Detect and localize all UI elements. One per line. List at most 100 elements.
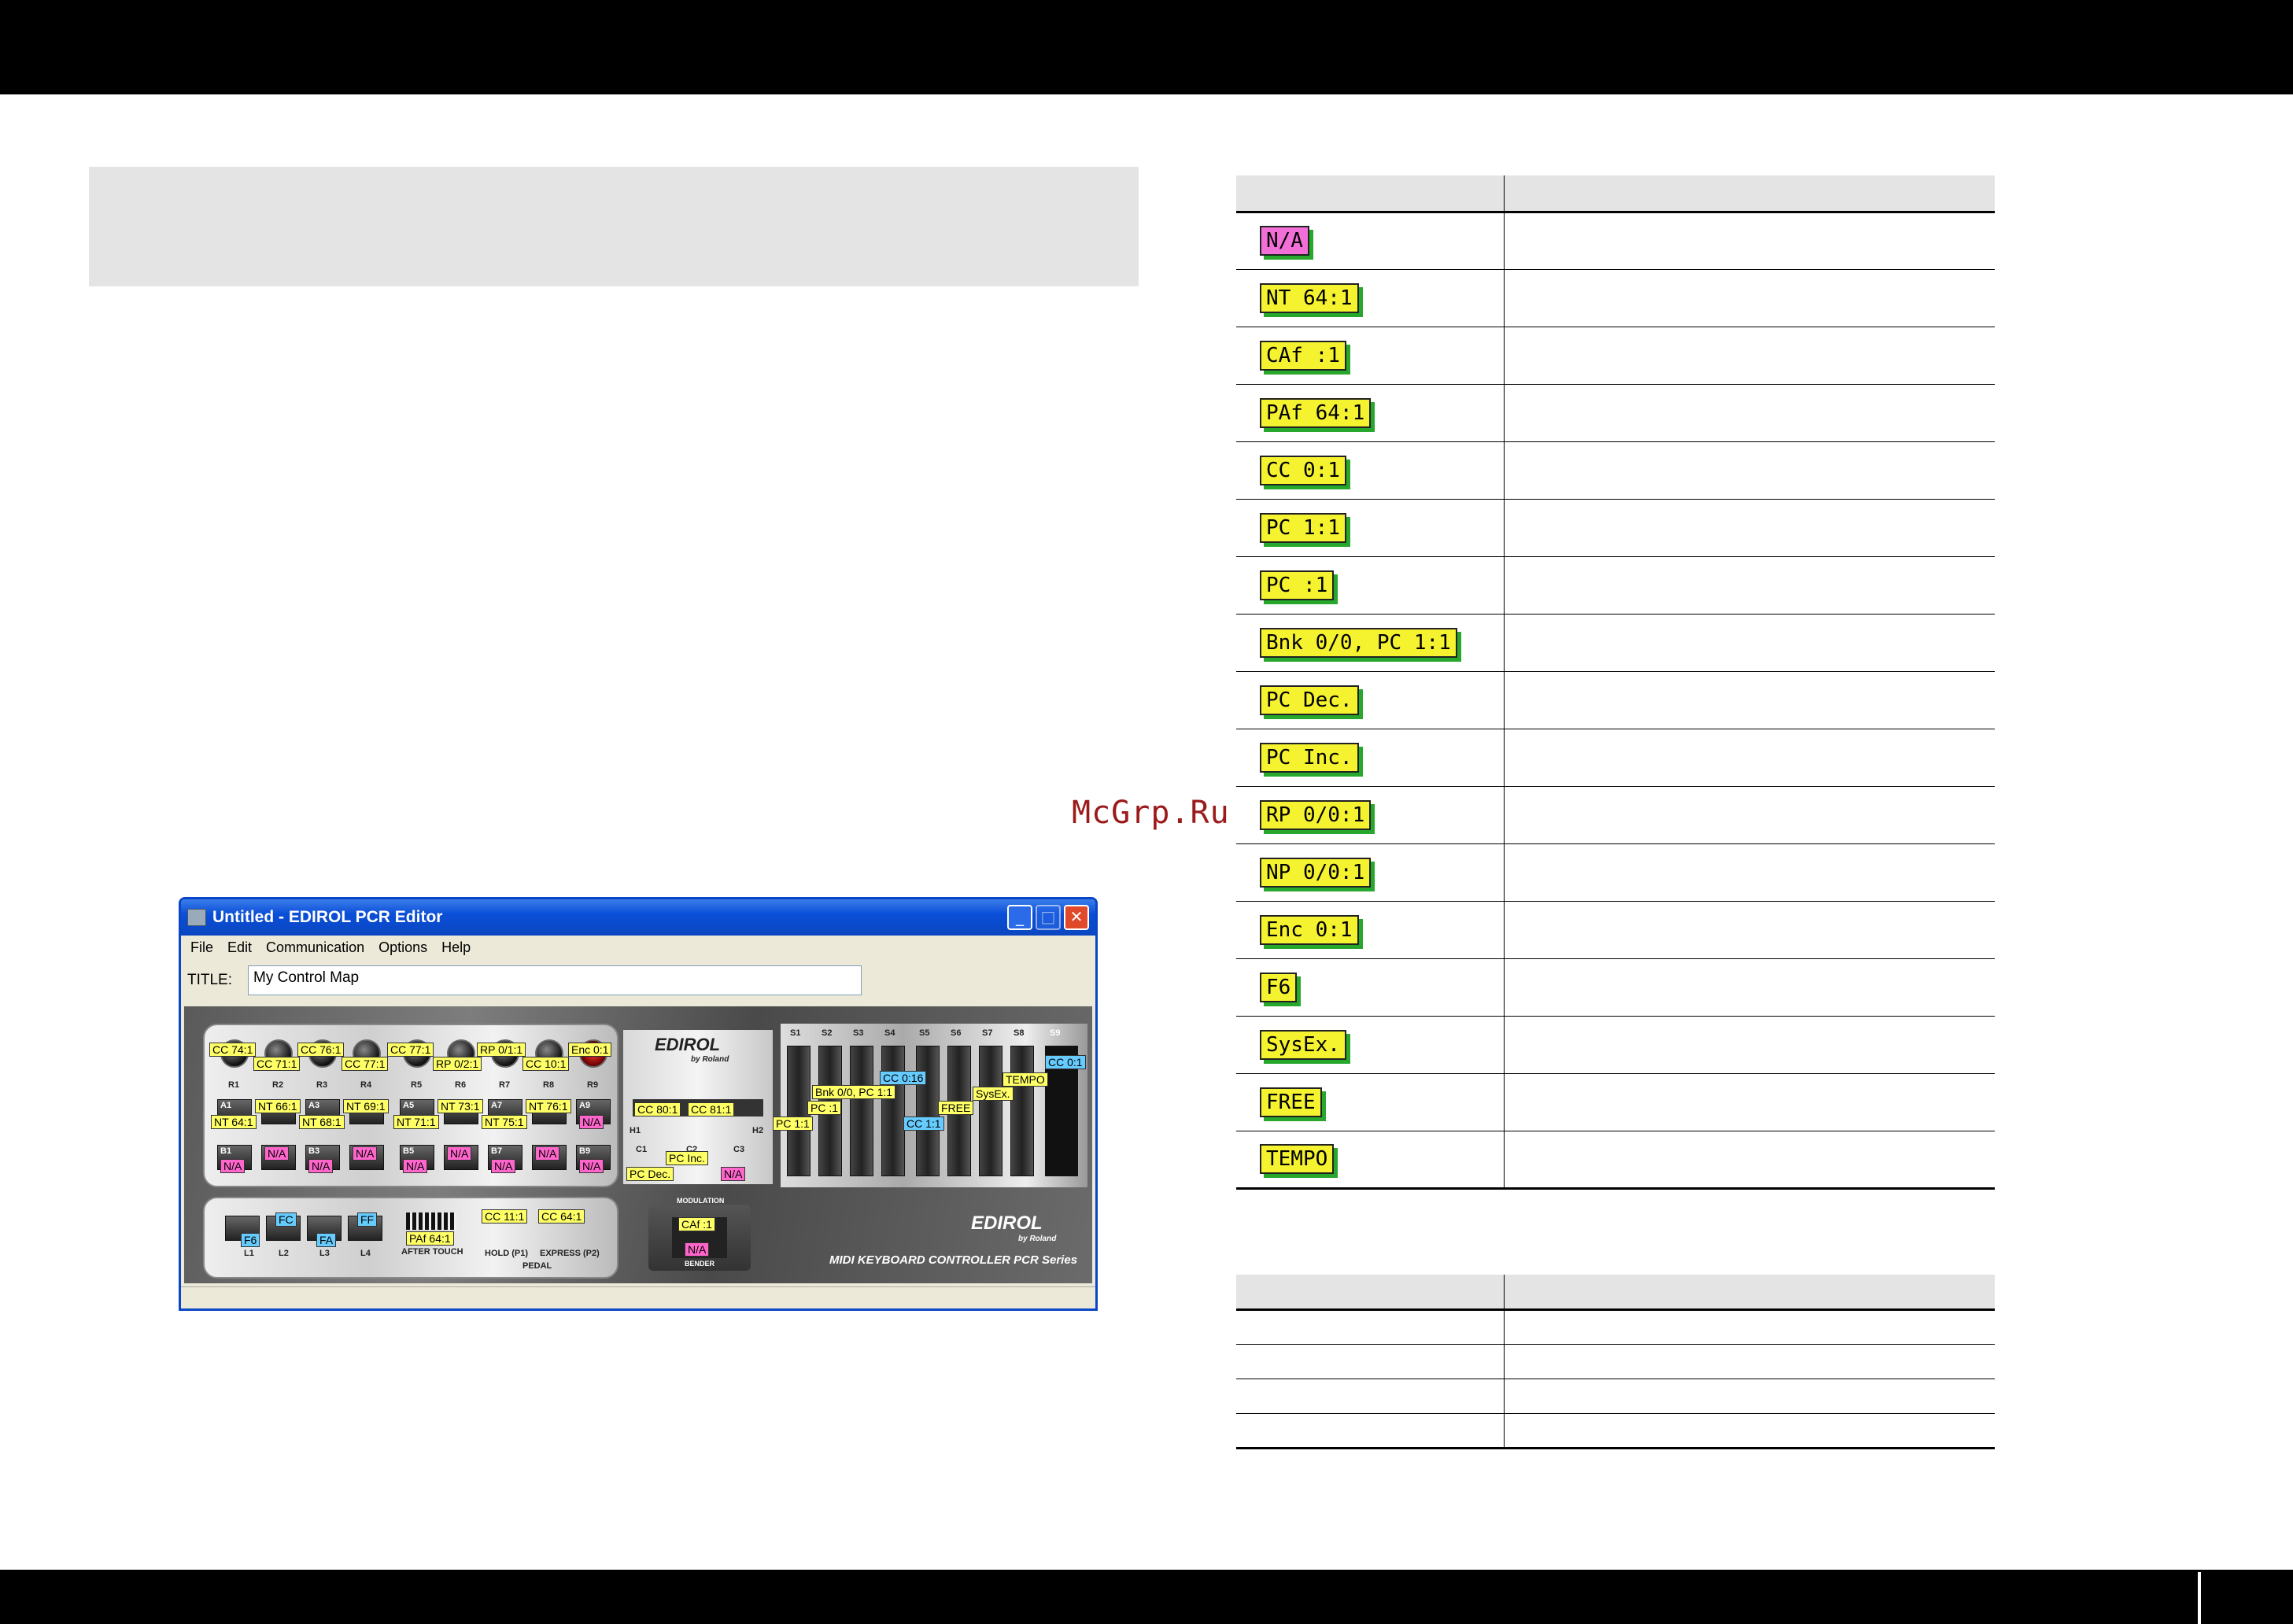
legend-chip-cell: PC Inc. — [1236, 729, 1505, 787]
table-header-row — [1236, 175, 1995, 213]
pad-label: A9 — [579, 1101, 591, 1110]
fader-s7[interactable] — [979, 1046, 1002, 1176]
aftertouch-strip[interactable] — [406, 1212, 456, 1230]
fader-s3[interactable] — [850, 1046, 873, 1176]
table-header-row — [1236, 1275, 1995, 1311]
legend-description-cell — [1504, 499, 1995, 557]
fader-s1[interactable] — [787, 1046, 810, 1176]
legend-chip-cell: RP 0/0:1 — [1236, 786, 1505, 844]
table-row — [1236, 1344, 1995, 1379]
table-cell — [1236, 1379, 1505, 1414]
knob-tag: CC 77:1 — [342, 1057, 389, 1071]
pad-tag: NT 76:1 — [526, 1099, 571, 1113]
legend-chip-cell: TEMPO — [1236, 1131, 1505, 1190]
roland-logo: by Roland — [691, 1055, 729, 1064]
legend-chip: PC Dec. — [1260, 685, 1359, 715]
slider-label: H2 — [752, 1126, 764, 1135]
menu-communication[interactable]: Communication — [266, 939, 365, 955]
table-row — [1236, 1379, 1995, 1414]
table-cell — [1236, 1344, 1505, 1379]
fader-s5[interactable] — [916, 1046, 940, 1176]
table-cell — [1504, 1309, 1995, 1345]
wheel-tag: CAf :1 — [678, 1217, 715, 1231]
knob-label: R3 — [316, 1080, 328, 1090]
knob-label: R1 — [228, 1080, 240, 1090]
pad-tag: NT 64:1 — [211, 1115, 257, 1129]
legend-row: PC 1:1 — [1236, 499, 1995, 557]
fader-label: S1 — [790, 1028, 801, 1038]
legend-chip-cell: FREE — [1236, 1073, 1505, 1131]
legend-row: SysEx. — [1236, 1016, 1995, 1074]
table-cell — [1236, 1413, 1505, 1449]
pad-tag: N/A — [308, 1159, 334, 1173]
secondary-table — [1236, 1275, 1995, 1449]
window-title-bar[interactable]: Untitled - EDIROL PCR Editor _ □ ✕ — [181, 899, 1095, 936]
menu-help[interactable]: Help — [441, 939, 471, 955]
legend-description-cell — [1504, 1016, 1995, 1074]
menu-options[interactable]: Options — [378, 939, 428, 955]
fader-label: S7 — [982, 1028, 993, 1038]
legend-description-cell — [1504, 614, 1995, 672]
lower-tag: PAf 64:1 — [406, 1231, 454, 1246]
fader-tag: CC 0:16 — [880, 1071, 927, 1085]
legend-description-cell — [1504, 958, 1995, 1017]
legend-row: N/A — [1236, 212, 1995, 270]
menu-file[interactable]: File — [190, 939, 214, 955]
lower-label: L3 — [319, 1249, 330, 1258]
fader-tag: PC :1 — [807, 1101, 842, 1115]
legend-row: PC Dec. — [1236, 671, 1995, 729]
close-button[interactable]: ✕ — [1064, 905, 1089, 930]
legend-chip-cell: CC 0:1 — [1236, 441, 1505, 500]
knob-label: R5 — [411, 1080, 423, 1090]
knob-tag: CC 77:1 — [387, 1043, 434, 1057]
pad-tag: NT 66:1 — [255, 1099, 301, 1113]
slider-section: EDIROL by Roland CC 80:1 CC 81:1 H1 H2 C… — [623, 1030, 773, 1184]
legend-chip: NP 0/0:1 — [1260, 857, 1372, 888]
brand-tagline: MIDI KEYBOARD CONTROLLER PCR Series — [829, 1253, 1078, 1267]
page-tab — [2198, 1572, 2293, 1624]
pad-label: A1 — [220, 1101, 232, 1110]
pad-tag: N/A — [579, 1159, 604, 1173]
pad-label: A3 — [308, 1101, 320, 1110]
pad-label: A5 — [403, 1101, 415, 1110]
table-cell — [1504, 1344, 1995, 1379]
header-cell — [1504, 1275, 1995, 1311]
pad-tag: N/A — [579, 1115, 604, 1129]
header-cell — [1236, 1275, 1505, 1311]
legend-description-cell — [1504, 1131, 1995, 1190]
title-input[interactable]: My Control Map — [248, 965, 862, 995]
pad-tag: N/A — [264, 1146, 290, 1161]
legend-chip: CC 0:1 — [1260, 455, 1346, 485]
table-cell — [1236, 1309, 1505, 1345]
legend-row: Bnk 0/0, PC 1:1 — [1236, 614, 1995, 672]
lower-tag: FC — [275, 1212, 297, 1227]
minimize-button[interactable]: _ — [1007, 905, 1032, 930]
knob-label: R4 — [360, 1080, 372, 1090]
legend-chip-cell: Bnk 0/0, PC 1:1 — [1236, 614, 1505, 672]
legend-chip-cell: SysEx. — [1236, 1016, 1505, 1074]
fader-s4[interactable] — [881, 1046, 905, 1176]
pad-tag: NT 68:1 — [299, 1115, 345, 1129]
knob-label: R7 — [499, 1080, 511, 1090]
pad-tag: NT 73:1 — [438, 1099, 483, 1113]
pad-label: B3 — [308, 1146, 320, 1156]
maximize-button[interactable]: □ — [1036, 905, 1061, 930]
fader-s8[interactable] — [1010, 1046, 1034, 1176]
lower-label: L4 — [360, 1249, 371, 1258]
legend-description-cell — [1504, 212, 1995, 270]
slider-tag: CC 80:1 — [634, 1102, 681, 1116]
menu-edit[interactable]: Edit — [227, 939, 253, 955]
slider-label: H1 — [630, 1126, 641, 1135]
fader-tag: TEMPO — [1002, 1072, 1048, 1087]
fader-label: S2 — [822, 1028, 833, 1038]
header-cell — [1504, 175, 1995, 213]
wheel-section: MODULATION CAf :1 N/A BENDER — [648, 1197, 751, 1271]
wheel-tag: N/A — [685, 1242, 710, 1257]
pad-tag: N/A — [535, 1146, 560, 1161]
pad-tag: N/A — [353, 1146, 378, 1161]
legend-chip: Bnk 0/0, PC 1:1 — [1260, 627, 1457, 658]
slider-tag: N/A — [721, 1167, 746, 1181]
legend-chip: SysEx. — [1260, 1029, 1346, 1060]
fader-tag: CC 0:1 — [1045, 1055, 1086, 1069]
